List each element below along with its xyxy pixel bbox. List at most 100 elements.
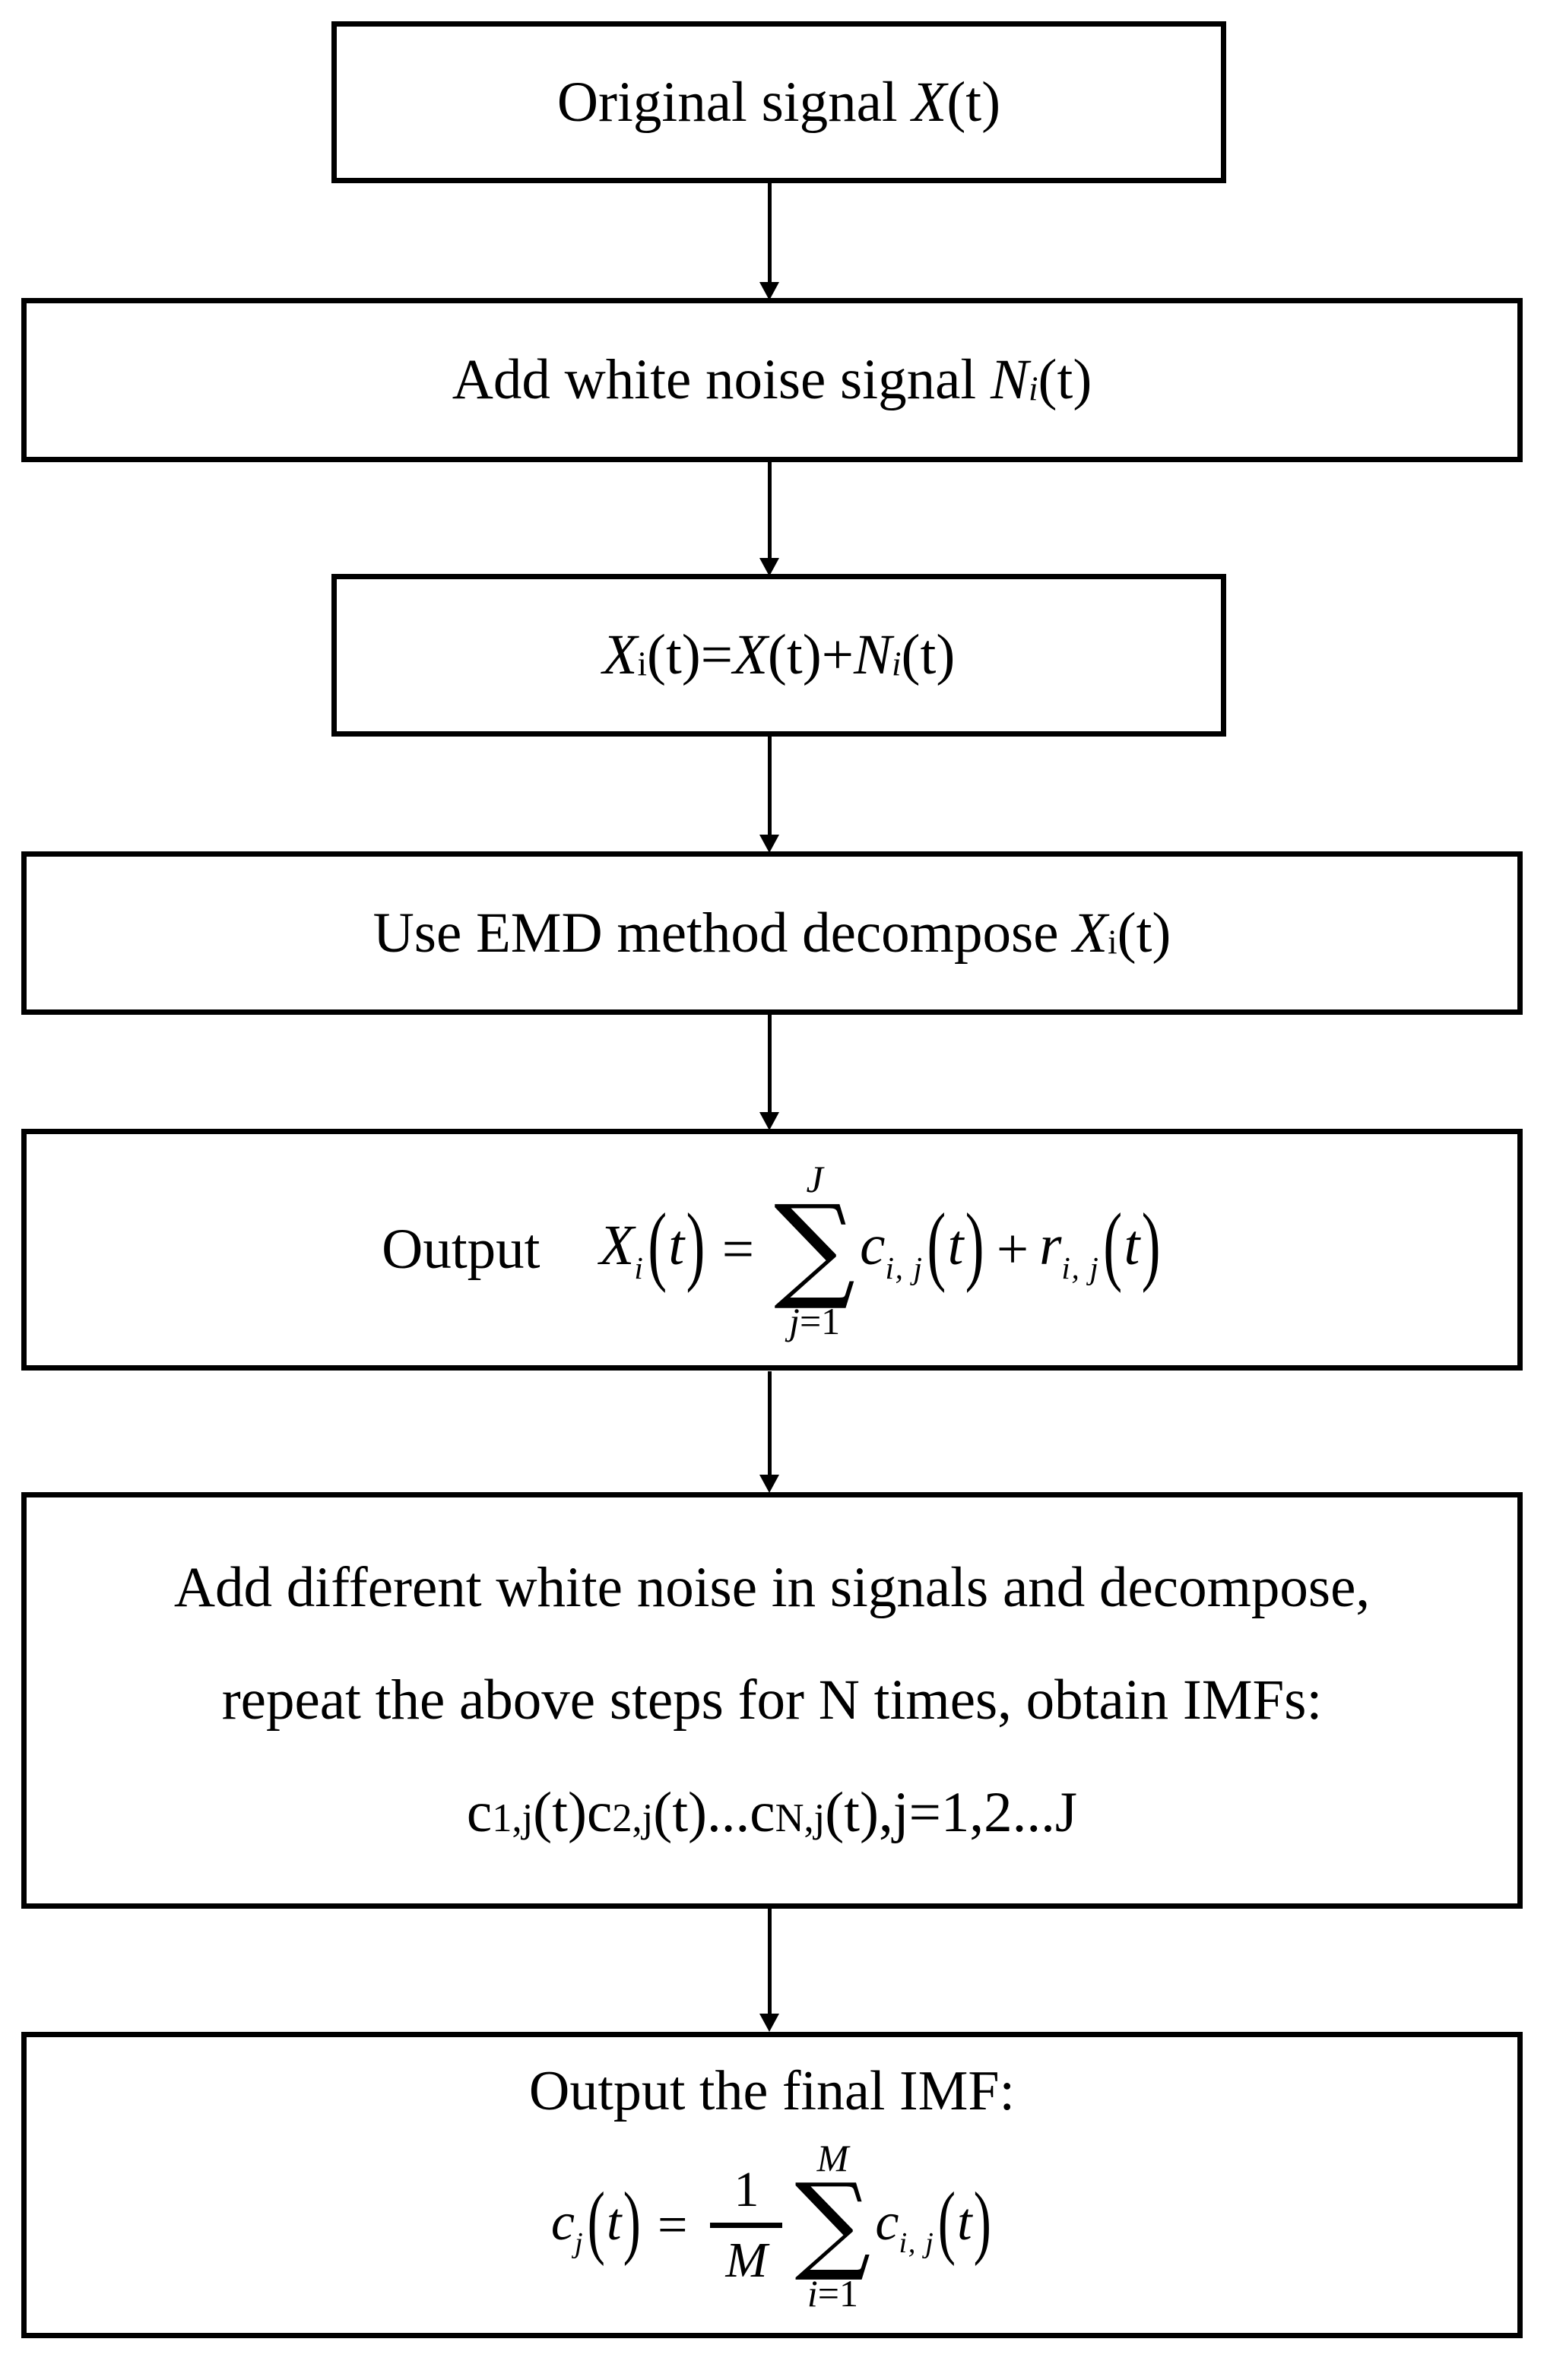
sigma-icon: ∑ (794, 2160, 871, 2285)
sigma-icon: ∑ (774, 1180, 856, 1314)
paren-close: ) (1141, 1196, 1161, 1295)
arrow-head (759, 835, 779, 853)
math-var: t (668, 1214, 685, 1278)
formula-lhs: cj(t) (550, 2176, 642, 2267)
math-subscript: i, j (885, 1250, 924, 1286)
paren-open: ( (927, 1196, 946, 1295)
arrow-shaft (768, 182, 772, 285)
arrow-shaft (768, 1014, 772, 1115)
sum-upper-limit: M (816, 2136, 849, 2179)
math-var: X (602, 623, 638, 686)
text-segment: (t) (946, 70, 1001, 134)
summation: M ∑ i=1 (794, 2139, 870, 2313)
math-var: c (586, 1781, 613, 1844)
math-var: N (854, 623, 892, 686)
arrow-shaft (768, 1909, 772, 2017)
flow-box-noisy-signal-equation: Xi(t)=X(t)+Ni(t) (331, 574, 1226, 737)
text-segment: ,j=1,2...J (879, 1781, 1078, 1844)
flow-box-final-imf: Output the final IMF: cj(t) = 1 M M ∑ i=… (21, 2032, 1523, 2338)
final-imf-title: Output the final IMF: (528, 2059, 1016, 2122)
math-subscript: i (1028, 369, 1038, 408)
text-segment: =1 (817, 2272, 858, 2315)
text-line-imf-list: c1,j(t)c2,j(t)...cN,j(t),j=1,2...J (174, 1779, 1370, 1847)
sum-lower-limit: j=1 (789, 1302, 840, 1340)
box-text: Use EMD method decompose Xi(t) (373, 899, 1171, 968)
fraction: 1 M (710, 2162, 783, 2289)
box-text: Output the final IMF: cj(t) = 1 M M ∑ i=… (529, 2058, 1015, 2313)
sum-upper-limit: J (806, 1157, 823, 1200)
paren-close: ) (686, 1196, 705, 1295)
fraction-denominator: M (725, 2233, 768, 2289)
box-text: Add white noise signal Ni(t) (452, 346, 1092, 414)
arrow-head (759, 1475, 779, 1493)
arrow-head (759, 558, 779, 576)
math-subscript: 2,j (612, 1796, 654, 1840)
math-var: X (1073, 901, 1108, 965)
paren-open: ( (648, 1196, 667, 1295)
math-subscript: j (574, 2226, 585, 2259)
math-var: t (957, 2192, 972, 2252)
formula-term: ci, j(t) (875, 2176, 993, 2267)
text-segment: Original signal (556, 70, 912, 134)
text-segment: (t) (533, 1781, 587, 1844)
text-segment: (t)= (646, 623, 734, 686)
paren-close: ) (973, 2176, 991, 2267)
text-line: repeat the above steps for N times, obta… (221, 1669, 1323, 1732)
math-var: X (599, 1214, 635, 1278)
math-var: c (550, 2192, 575, 2252)
math-subscript: 1,j (492, 1796, 534, 1840)
math-subscript: i, j (1061, 1250, 1100, 1286)
sum-lower-limit: i=1 (807, 2274, 858, 2312)
text-segment: Use EMD method decompose (372, 901, 1073, 965)
math-subscript: i (634, 1250, 645, 1286)
text-line: Add different white noise in signals and… (173, 1556, 1371, 1619)
flow-box-add-white-noise: Add white noise signal Ni(t) (21, 298, 1523, 462)
fraction-numerator: 1 (734, 2162, 759, 2218)
arrow-head (759, 282, 779, 300)
math-var: c (750, 1781, 775, 1844)
formula-term: ri, j(t) (1039, 1196, 1162, 1295)
formula-row: cj(t) = 1 M M ∑ i=1 ci, j(t) (551, 2139, 993, 2313)
math-var: t (1124, 1214, 1140, 1278)
paren-open: ( (1103, 1196, 1123, 1295)
flow-box-output-imf-sum: Output Xi(t) = J ∑ j=1 ci, j(t) + ri, j(… (21, 1129, 1523, 1371)
box-text: Original signal X(t) (557, 68, 1000, 137)
math-var: t (607, 2192, 622, 2252)
paren-close: ) (965, 1196, 984, 1295)
formula-row: Output Xi(t) = J ∑ j=1 ci, j(t) + ri, j(… (382, 1160, 1162, 1340)
text-segment: (t)+ (767, 623, 854, 686)
math-var: c (875, 2192, 899, 2252)
plus-sign: + (996, 1218, 1029, 1281)
flow-box-original-signal: Original signal X(t) (331, 21, 1226, 183)
text-segment: (t) (1117, 901, 1171, 965)
paren-open: ( (937, 2176, 956, 2267)
math-subscript: N,j (775, 1796, 826, 1840)
arrow-head (759, 2014, 779, 2032)
math-subscript: i (1108, 923, 1117, 962)
arrow-head (759, 1112, 779, 1130)
text-segment: (t) (1038, 348, 1092, 411)
paren-open: ( (587, 2176, 605, 2267)
math-var: X (733, 623, 768, 686)
formula-term: ci, j(t) (860, 1196, 986, 1295)
math-subscript: i, j (899, 2226, 935, 2259)
text-segment: Add white noise signal (452, 348, 991, 411)
flow-box-emd-decompose: Use EMD method decompose Xi(t) (21, 851, 1523, 1015)
paren-close: ) (623, 2176, 641, 2267)
math-var: t (947, 1214, 964, 1278)
flow-box-repeat-n-times: Add different white noise in signals and… (21, 1492, 1523, 1909)
math-var: j (789, 1299, 800, 1342)
math-var: i (807, 2272, 818, 2315)
arrow-shaft (768, 1371, 772, 1478)
math-var: X (911, 70, 947, 134)
math-var: r (1039, 1214, 1062, 1278)
text-segment: (t) (825, 1781, 879, 1844)
math-subscript: i (637, 645, 647, 683)
output-label: Output (382, 1218, 540, 1281)
summation: J ∑ j=1 (774, 1160, 855, 1340)
text-segment: (t) (653, 1781, 708, 1844)
fraction-bar (710, 2223, 783, 2229)
math-subscript: i (892, 645, 902, 683)
box-text: Add different white noise in signals and… (174, 1554, 1370, 1847)
